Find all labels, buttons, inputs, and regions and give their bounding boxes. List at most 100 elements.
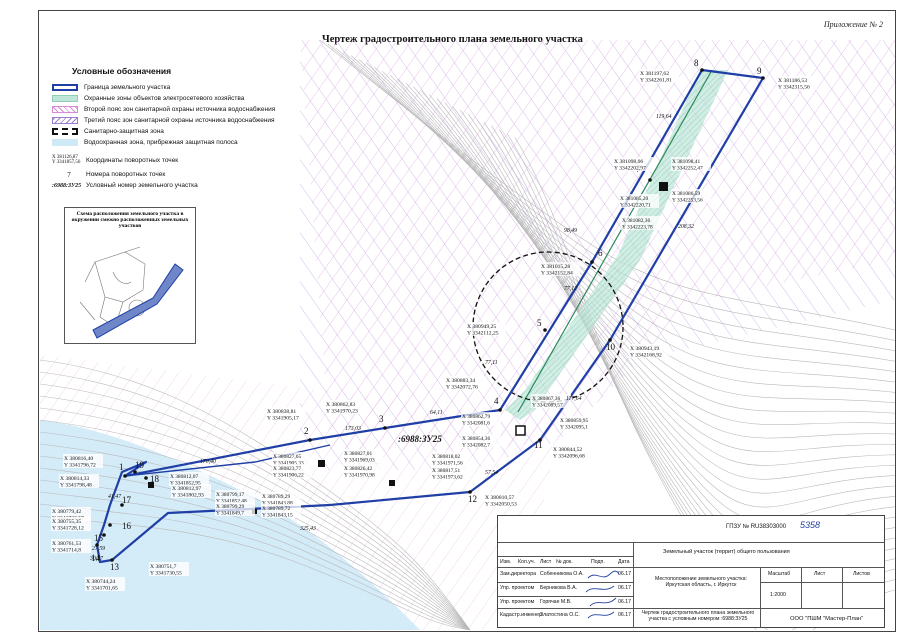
turning-point-number: 13 bbox=[110, 562, 120, 572]
coord-y: Y 3341852,48 bbox=[216, 498, 247, 504]
coord-x: X 381085,20 bbox=[620, 196, 648, 202]
segment-length-label: 41,47 bbox=[108, 493, 122, 500]
inset-title: Схема расположения земельного участка в … bbox=[71, 211, 189, 230]
coord-x: X 380823,77 bbox=[273, 466, 301, 472]
coord-x: X 380862,79 bbox=[462, 414, 490, 420]
coord-y: Y 3342168,92 bbox=[630, 353, 662, 359]
sanitary-swatch bbox=[52, 128, 78, 135]
point-coordinates: X 380827,01Y 3341969,03 bbox=[343, 449, 383, 463]
coord-y: Y 3341728,12 bbox=[52, 526, 84, 532]
point-coordinates: X 380814,33Y 3341798,48 bbox=[59, 474, 99, 489]
turning-point-number: 6 bbox=[598, 248, 603, 258]
coord-x: X 380844,52 bbox=[553, 447, 582, 453]
contour-line bbox=[366, 63, 895, 393]
coord-x: X 380812,97 bbox=[172, 486, 201, 492]
coord-y: Y 3341905,17 bbox=[267, 416, 299, 422]
point-coordinates: X 380789,72Y 3341843,15 bbox=[261, 504, 301, 518]
contour-line bbox=[405, 82, 895, 452]
coord-y: Y 3341971,56 bbox=[432, 460, 463, 466]
segment-length-label: 117,64 bbox=[566, 395, 582, 402]
point-coordinates: X 380812,97Y 3341802,93 bbox=[171, 484, 211, 499]
turning-point-number: 12 bbox=[468, 494, 477, 504]
turning-point-marker bbox=[133, 470, 137, 474]
coord-y: Y 3341849,7 bbox=[216, 510, 244, 516]
contour-line bbox=[40, 467, 471, 630]
point-coordinates: X 380789,29Y 3341843,88 bbox=[261, 492, 301, 506]
point-coordinates: X 381086,59Y 3342253,56 bbox=[671, 189, 711, 203]
legend-item-coords: X 381126,87 Y 3341857,56 Координаты пово… bbox=[52, 154, 179, 166]
point-coordinates: X 380867,36Y 3342089,57 bbox=[531, 394, 571, 408]
turning-point-marker bbox=[120, 503, 124, 507]
turning-point-marker bbox=[110, 558, 114, 562]
segment-length-label: 325,43 bbox=[299, 525, 316, 532]
coord-y: Y 3342202,97 bbox=[614, 166, 646, 172]
point-coordinates: X 380816,40Y 3341796,72 bbox=[63, 454, 103, 469]
contour-line bbox=[350, 55, 895, 372]
contour-line bbox=[421, 90, 895, 480]
contour-line bbox=[40, 383, 471, 630]
segment-length-label: 77,12 bbox=[564, 286, 577, 292]
coord-y: Y 3342223,78 bbox=[622, 224, 653, 230]
point-coordinates: X 380744,24Y 3341701,65 bbox=[85, 577, 125, 592]
legend-heading: Условные обозначения bbox=[72, 66, 172, 76]
turning-point-marker bbox=[95, 543, 99, 547]
coord-x: X 380949,25 bbox=[467, 324, 496, 330]
point-coordinates: X 380943,19Y 3342168,92 bbox=[629, 344, 669, 359]
coord-x: X 380744,24 bbox=[86, 579, 115, 585]
pole-marker bbox=[318, 460, 325, 467]
organization: ООО "ПШМ "Мастер-План" bbox=[790, 616, 864, 622]
point-coordinates: X 381098,06Y 3342202,97 bbox=[613, 157, 653, 172]
legend-item-zone2: Второй пояс зон санитарной охраны источн… bbox=[52, 104, 312, 115]
point-coordinates: X 381085,20Y 3342220,71 bbox=[619, 194, 659, 208]
turning-point-number: 9 bbox=[757, 66, 762, 76]
coord-y: Y 3341973,62 bbox=[432, 474, 463, 480]
segment-length-label: 208,32 bbox=[678, 224, 694, 230]
coord-x: X 380817,51 bbox=[432, 468, 460, 474]
coord-x: X 380826,42 bbox=[344, 466, 372, 472]
coord-y: Y 3341905,33 bbox=[273, 460, 304, 466]
turning-point-marker bbox=[498, 408, 502, 412]
turning-point-marker bbox=[102, 533, 106, 537]
point-coordinates: X 380827,65Y 3341905,33 bbox=[272, 452, 312, 466]
object-name: Земельный участок (террит) общего пользо… bbox=[663, 549, 790, 555]
coord-y: Y 3342315,56 bbox=[778, 85, 810, 91]
turning-point-marker bbox=[648, 178, 652, 182]
parcel-inner-line bbox=[124, 444, 331, 477]
gpzu-handwritten: 5358 bbox=[800, 520, 821, 530]
coord-x: X 381098,06 bbox=[614, 159, 643, 165]
contour-line bbox=[40, 479, 471, 630]
point-coordinates: X 380862,79Y 3342081,6 bbox=[461, 412, 501, 426]
coord-y: Y 3342261,81 bbox=[640, 78, 672, 84]
point-coordinates: X 380859,95Y 3342095,1 bbox=[559, 416, 599, 430]
segment-length-label: 64,11 bbox=[430, 409, 443, 416]
turning-point-marker bbox=[144, 476, 148, 480]
point-coordinates: X 380854,36Y 3342082,7 bbox=[461, 434, 501, 448]
coord-x: X 380818,02 bbox=[432, 454, 460, 460]
turning-point-marker bbox=[383, 426, 387, 430]
drawing-title: Чертеж градостроительного плана земельно… bbox=[322, 34, 583, 45]
coord-x: X 380859,95 bbox=[560, 418, 588, 424]
turning-point-number: 3 bbox=[379, 414, 384, 424]
location-text: Местоположение земельного участка: Иркут… bbox=[655, 576, 747, 588]
turning-point-number: 18 bbox=[150, 474, 160, 484]
legend-item-sanitary: Санитарно-защитная зона bbox=[52, 126, 312, 137]
coord-y: Y 3341843,15 bbox=[262, 512, 293, 518]
coord-y: Y 3341802,93 bbox=[172, 493, 204, 499]
point-coordinates: X 380799,17Y 3341852,48 bbox=[215, 490, 255, 504]
point-coordinates: X 380761,53Y 3341714,8 bbox=[51, 539, 91, 554]
pole-marker bbox=[148, 482, 154, 488]
coord-x: X 381197,62 bbox=[640, 71, 669, 77]
contour-line bbox=[374, 67, 895, 404]
segment-length-label: 119,64 bbox=[656, 113, 672, 120]
coord-y: Y 3341701,65 bbox=[86, 586, 118, 592]
zone2-swatch bbox=[52, 106, 78, 113]
coord-y: Y 3341970,98 bbox=[344, 472, 375, 478]
point-coordinates: X 381197,62Y 3342261,81 bbox=[639, 69, 679, 84]
turning-point-marker bbox=[543, 328, 547, 332]
legend-item-boundary: Граница земельного участка bbox=[52, 82, 312, 93]
turning-point-marker bbox=[590, 260, 594, 264]
coord-x: X 380755,35 bbox=[52, 519, 81, 525]
signatures bbox=[585, 570, 620, 619]
coord-y: Y 3341714,8 bbox=[52, 548, 81, 554]
